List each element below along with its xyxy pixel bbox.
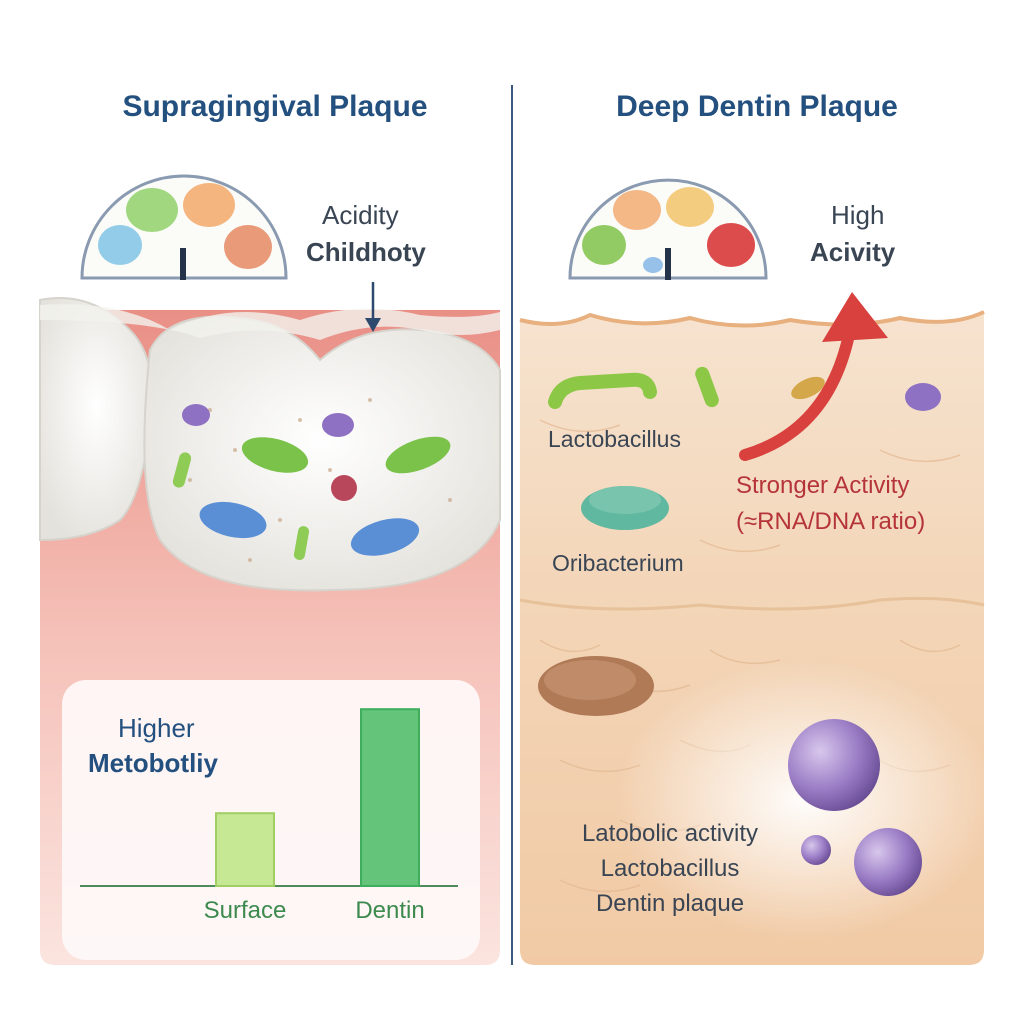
acidity-gauge: [80, 174, 288, 280]
bottom-label-lactobacillus: Lactobacillus: [600, 855, 740, 882]
lactobacillus-spheres: [615, 660, 995, 940]
chart-label-higher: Higher: [118, 713, 195, 743]
bar-dentin: [360, 708, 420, 888]
bacterium-label-oribacterium: Oribacterium: [552, 550, 684, 576]
right-panel-title: Deep Dentin Plaque: [616, 90, 898, 123]
bottom-label-dentin-plaque: Dentin plaque: [595, 890, 745, 917]
stronger-activity-label: Stronger Activity: [736, 472, 910, 499]
chart-label-metabolism: Metobotliy: [88, 748, 218, 778]
gauge-label-activity: Acivity: [810, 237, 896, 267]
tick-label-dentin: Dentin: [355, 897, 424, 924]
surface-bacteria: [172, 404, 451, 560]
tick-label-surface: Surface: [204, 897, 287, 924]
gauge-label-childhood: Childhoty: [306, 237, 426, 267]
down-arrow: [365, 282, 381, 332]
activity-gauge: [568, 178, 768, 280]
rna-dna-ratio-label: (≈RNA/DNA ratio): [736, 508, 926, 535]
gauge-label-acidity: Acidity: [322, 200, 399, 230]
dentin-bacteria: [538, 366, 941, 716]
activity-arrow: [739, 292, 888, 461]
left-panel-title: Supragingival Plaque: [122, 90, 428, 123]
bottom-label-latobolic: Latobolic activity: [581, 820, 759, 847]
gauge-label-high: High: [831, 200, 885, 230]
bar-surface: [215, 812, 275, 888]
bacterium-label-lactobacillus: Lactobacillus: [548, 426, 681, 452]
